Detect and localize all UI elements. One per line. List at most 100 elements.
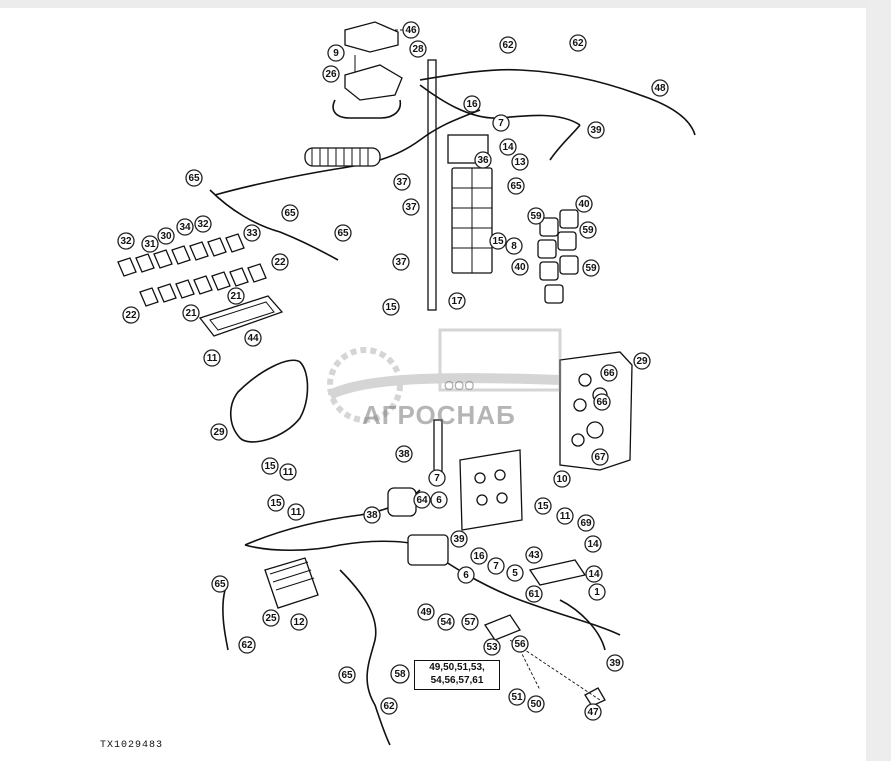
callout-label: 31 [144,239,156,250]
callout-circle [582,259,600,277]
callout-6: 6 [457,566,475,584]
callout-circle [556,507,574,525]
control-module [264,557,319,609]
watermark-subtitle: ООО [444,378,475,393]
callout-66: 66 [593,393,611,411]
callout-label: 32 [120,236,132,247]
callout-circle [492,114,510,132]
callout-circle [417,603,435,621]
callout-label: 10 [556,474,568,485]
callout-label: 14 [588,569,600,580]
callout-label: 26 [325,69,337,80]
callout-28: 28 [409,40,427,58]
callout-label: 58 [394,669,406,680]
callout-label: 66 [603,368,615,379]
callout-circle [338,666,356,684]
callout-label: 14 [502,142,514,153]
callout-label: 15 [264,461,276,472]
callout-circle [584,703,602,721]
callout-label: 59 [530,211,542,222]
callout-36: 36 [474,151,492,169]
callout-32: 32 [194,215,212,233]
callout-label: 62 [572,38,584,49]
callout-circle [534,497,552,515]
callout-label: 15 [270,498,282,509]
callout-circle [176,218,194,236]
callout-21: 21 [182,304,200,322]
callout-label: 7 [434,473,440,484]
callout-label: 36 [477,155,489,166]
callout-21: 21 [227,287,245,305]
callout-label: 8 [511,241,517,252]
callout-label: 37 [395,257,407,268]
callout-65: 65 [507,177,525,195]
callout-40: 40 [511,258,529,276]
callout-label: 14 [587,539,599,550]
callout-circle [227,287,245,305]
callout-9: 9 [327,44,345,62]
bezel-plate [198,295,284,337]
callout-44: 44 [244,329,262,347]
watermark-title: АГРОСНАБ [362,400,516,430]
callout-label: 22 [125,310,137,321]
callout-16: 16 [470,547,488,565]
callout-label: 51 [511,692,523,703]
callout-label: 21 [230,291,242,302]
callout-circle [243,224,261,242]
callout-7: 7 [487,557,505,575]
callout-circle [244,329,262,347]
callout-circle [633,352,651,370]
callout-label: 17 [451,296,463,307]
callout-33: 33 [243,224,261,242]
callout-circle [584,535,602,553]
callout-13: 13 [511,153,529,171]
callout-circle [499,36,517,54]
callout-circle [508,688,526,706]
callout-label: 28 [412,44,424,55]
callout-circle [587,121,605,139]
callout-circle [392,253,410,271]
callout-circle [290,613,308,631]
callout-label: 66 [596,397,608,408]
callout-label: 15 [537,501,549,512]
callout-circle [569,34,587,52]
callout-circle [511,258,529,276]
callout-56: 56 [511,635,529,653]
callout-label: 62 [383,701,395,712]
callout-circle [511,153,529,171]
callout-circle [279,463,297,481]
callout-label: 30 [160,231,172,242]
callout-30: 30 [157,227,175,245]
callout-circle [322,65,340,83]
callout-7: 7 [428,469,446,487]
callout-label: 48 [654,83,666,94]
callout-label: 32 [197,219,209,230]
callout-label: 15 [385,302,397,313]
callout-61: 61 [525,585,543,603]
callout-label: 65 [510,181,522,192]
callout-65: 65 [334,224,352,242]
callout-43: 43 [525,546,543,564]
callout-64: 64 [413,491,431,509]
callout-label: 49 [420,607,432,618]
callout-31: 31 [141,235,159,253]
callout-37: 37 [392,253,410,271]
callout-circle [506,564,524,582]
callout-66: 66 [600,364,618,382]
callout-circle [203,349,221,367]
callout-circle [271,253,289,271]
callout-label: 5 [512,568,518,579]
callout-34: 34 [176,218,194,236]
callout-25: 25 [262,609,280,627]
callout-circle [525,585,543,603]
callout-label: 25 [265,613,277,624]
callout-label: 59 [582,225,594,236]
callout-circle [210,423,228,441]
callout-circle [483,638,501,656]
callout-circle [122,306,140,324]
callout-circle [474,151,492,169]
callout-circle [525,546,543,564]
callout-32: 32 [117,232,135,250]
callout-circle [511,635,529,653]
upper-harness [209,68,696,261]
